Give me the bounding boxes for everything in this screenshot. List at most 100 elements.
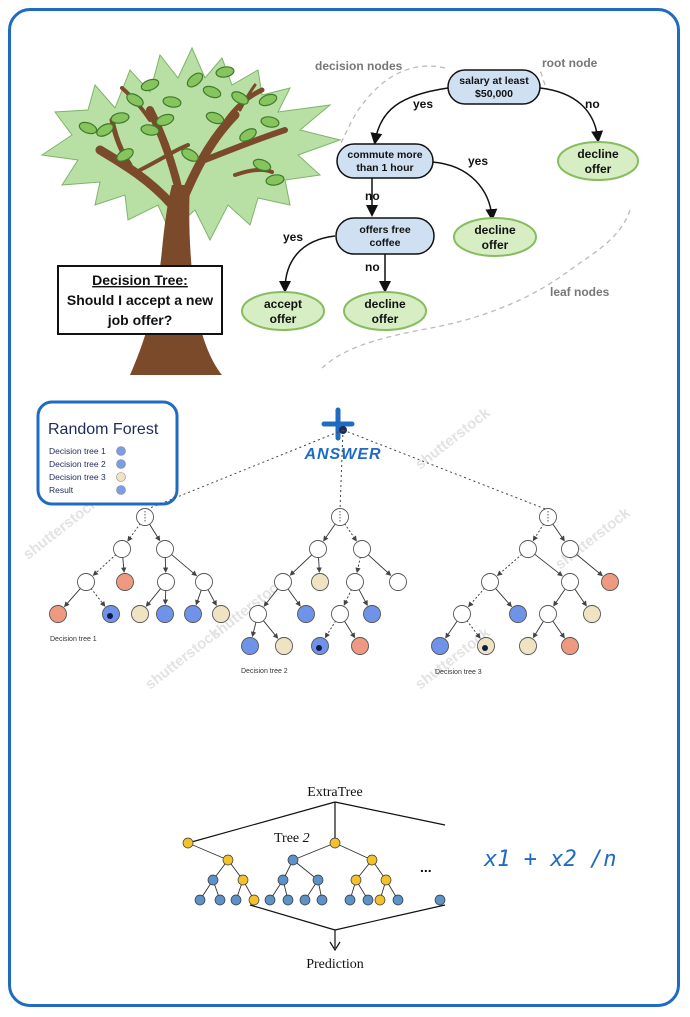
decision-node-root: salary at least $50,000 — [447, 69, 541, 105]
leaf-icon — [140, 124, 160, 136]
edge-label-coffee-yes: yes — [283, 230, 303, 244]
legend-item-label: Result — [49, 485, 74, 495]
edge-commute-decline — [431, 161, 498, 221]
forest-edge — [343, 589, 353, 606]
extra-tree-node — [287, 854, 299, 866]
extra-tree-node — [222, 854, 234, 866]
legend-swatch — [116, 485, 126, 495]
legend-title: Random Forest — [48, 421, 159, 438]
forest-result-dot — [482, 645, 488, 651]
leaf-icon — [239, 128, 257, 142]
forest-answer-link — [339, 429, 344, 511]
forest-node — [539, 605, 557, 623]
watermark-text: shutterstock — [412, 624, 494, 693]
svg-text:offer: offer — [482, 238, 509, 252]
forest-edge — [355, 556, 361, 574]
forest-tree-label-3: Decision tree 3 — [435, 669, 482, 676]
legend-item-label: Decision tree 3 — [49, 472, 106, 482]
extra-tree-node — [392, 894, 404, 906]
forest-edge — [263, 588, 279, 607]
forest-node — [116, 573, 134, 591]
extra-tree-node — [237, 874, 249, 886]
edge-coffee-accept — [279, 235, 336, 293]
forest-node — [212, 605, 230, 623]
legend-swatch — [116, 446, 126, 456]
legend-swatch — [116, 472, 126, 482]
svg-text:commute more: commute more — [347, 149, 422, 161]
annotation-leaf-nodes: leaf nodes — [550, 285, 610, 299]
forest-edge — [467, 587, 486, 608]
averaging-formula: x1 + x2 /n — [483, 847, 616, 872]
extra-tree-node — [248, 894, 260, 906]
forest-edge — [552, 523, 565, 542]
forest-answer-link — [342, 429, 549, 511]
decision-tree-question-line1: Should I accept a new — [67, 292, 213, 308]
extra-tree-node — [282, 894, 294, 906]
forest-edge — [367, 554, 392, 576]
leaf-icon — [155, 113, 175, 127]
forest-edge — [534, 553, 563, 577]
edge-label-root-no: no — [585, 97, 600, 111]
leaf-icon — [186, 72, 204, 88]
edge-label-coffee-no: no — [365, 260, 380, 274]
decision-tree-title: Decision Tree: — [92, 272, 188, 288]
leaf-node-accept: accept offer — [241, 291, 325, 331]
forest-result-dot — [107, 613, 113, 619]
extra-tree-node — [182, 837, 194, 849]
extra-tree-node — [277, 874, 289, 886]
extra-tree-node — [434, 894, 446, 906]
forest-edge — [316, 556, 322, 573]
forest-node — [309, 540, 327, 558]
leaf-icon — [258, 93, 278, 107]
forest-edge — [343, 620, 356, 639]
extra-tree-node — [230, 894, 242, 906]
leaf-icon — [265, 174, 285, 186]
forest-node — [157, 573, 175, 591]
leaf-icon — [116, 148, 134, 162]
svg-text:offer: offer — [270, 312, 297, 326]
extra-trees-graph — [182, 837, 446, 906]
edge-label-commute-no: no — [365, 189, 380, 203]
decision-node-commute: commute more than 1 hour — [336, 143, 434, 179]
forest-edge — [323, 523, 336, 542]
leaf-icon — [202, 85, 222, 99]
svg-text:accept: accept — [264, 297, 302, 311]
extra-tree-title-lines — [187, 801, 446, 844]
forest-node — [561, 637, 579, 655]
forest-edge — [120, 556, 127, 573]
forest-node — [346, 573, 364, 591]
forest-node — [519, 540, 537, 558]
extra-tree-edge — [292, 842, 336, 861]
forest-node — [561, 540, 579, 558]
forest-node — [331, 605, 349, 623]
forest-trees — [49, 429, 619, 655]
extra-trees-section: ExtraTree Tree 2 ... Prediction x1 + x2 … — [182, 785, 616, 972]
forest-answer-link — [144, 429, 344, 511]
forest-node — [389, 573, 407, 591]
forest-node — [156, 540, 174, 558]
forest-node — [363, 605, 381, 623]
forest-node — [131, 605, 149, 623]
forest-node — [561, 573, 579, 591]
extra-tree-title: ExtraTree — [307, 785, 362, 800]
leaf-icon — [231, 91, 249, 105]
forest-node — [353, 540, 371, 558]
svg-text:$50,000: $50,000 — [475, 88, 513, 100]
leaf-node-decline-coffee: decline offer — [343, 291, 427, 331]
forest-edge — [552, 620, 565, 639]
legend-item-label: Decision tree 2 — [49, 459, 106, 469]
leaf-icon — [205, 111, 225, 125]
annotation-root-node: root node — [542, 56, 598, 70]
svg-text:decline: decline — [474, 223, 516, 237]
tree2-label: Tree 2 — [274, 831, 310, 846]
svg-text:offer: offer — [585, 162, 612, 176]
plus-icon — [321, 407, 355, 441]
forest-node — [77, 573, 95, 591]
answer-label: ANSWER — [303, 446, 381, 463]
forest-node — [519, 637, 537, 655]
leaf-node-decline-commute: decline offer — [453, 217, 537, 257]
extra-tree-node — [207, 874, 219, 886]
leaf-icon — [260, 116, 280, 128]
decision-tree-question-line2: job offer? — [107, 312, 173, 328]
